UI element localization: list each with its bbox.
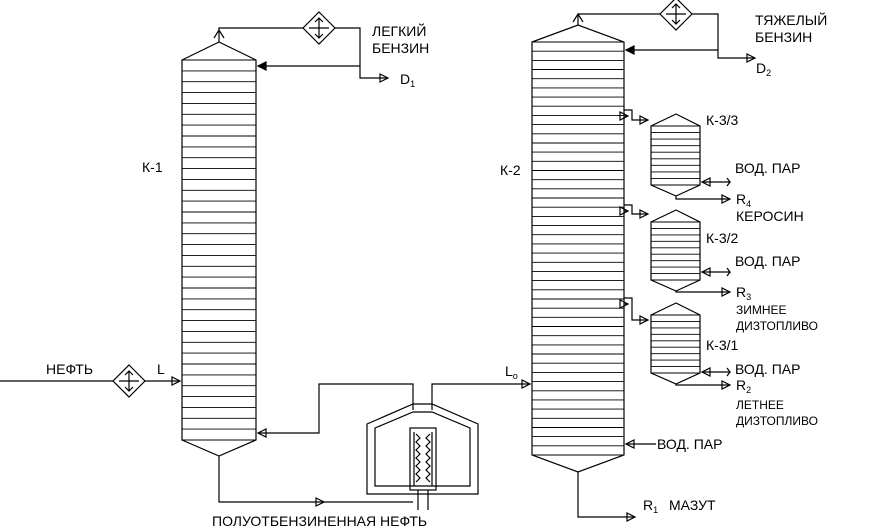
k2-overhead-line <box>572 12 757 63</box>
stripper-k31 <box>619 297 732 390</box>
r2-label: R2 <box>736 377 751 395</box>
r3-label: R3 <box>736 284 751 302</box>
stripper-k32 <box>619 204 732 297</box>
k1-recycle-line <box>256 383 414 438</box>
mazut-label: МАЗУТ <box>669 497 716 513</box>
k2-bottoms-line <box>577 472 637 522</box>
winter-diesel-label-2: ДИЗТОПЛИВО <box>736 319 818 333</box>
k1-label: К-1 <box>142 159 163 175</box>
r4-label: R4 <box>736 191 751 209</box>
k33-trays <box>651 125 700 186</box>
k1-bottoms-line <box>218 456 413 507</box>
steam-label-k33: ВОД. ПАР <box>735 160 800 176</box>
k32-label: К-3/2 <box>706 230 738 246</box>
light-gasoline-label-1: ЛЕГКИЙ <box>372 22 426 39</box>
k2-condenser <box>659 0 693 31</box>
column-k1 <box>181 41 257 457</box>
k31-trays <box>651 314 700 374</box>
heavy-gasoline-label-2: БЕНЗИН <box>755 29 812 45</box>
k31-label: К-3/1 <box>706 337 738 353</box>
stripper-k33 <box>619 109 732 204</box>
heavy-gasoline-label-1: ТЯЖЕЛЫЙ <box>755 11 827 28</box>
d1-label: D1 <box>400 71 415 89</box>
k2-steam-inlet <box>624 439 656 449</box>
r1-label: R1 <box>643 497 658 515</box>
furnace <box>366 379 532 510</box>
oil-label: НЕФТЬ <box>46 361 93 377</box>
k2-label: К-2 <box>500 162 521 178</box>
column-k2 <box>531 24 625 473</box>
d2-label: D2 <box>756 60 771 78</box>
summer-diesel-label-2: ДИЗТОПЛИВО <box>736 414 818 428</box>
l0-label: Lo <box>505 363 518 381</box>
k33-label: К-3/3 <box>706 112 738 128</box>
summer-diesel-label-1: ЛЕТНЕЕ <box>736 398 784 412</box>
steam-label-k2: ВОД. ПАР <box>657 436 722 452</box>
light-gasoline-label-2: БЕНЗИН <box>372 40 429 56</box>
k1-trays <box>182 59 256 441</box>
feed-line <box>0 364 182 398</box>
k2-trays <box>532 41 624 456</box>
k1-overhead-line <box>213 27 390 83</box>
steam-label-k32: ВОД. ПАР <box>735 253 800 269</box>
winter-diesel-label-1: ЗИМНЕЕ <box>736 303 787 317</box>
l-label: L <box>157 361 165 377</box>
kerosene-label: КЕРОСИН <box>736 208 804 224</box>
k32-trays <box>651 221 700 281</box>
semi-stripped-oil-label: ПОЛУОТБЕНЗИНЕННАЯ НЕФТЬ <box>212 513 427 529</box>
k1-condenser <box>302 11 336 45</box>
steam-label-k31: ВОД. ПАР <box>735 361 800 377</box>
